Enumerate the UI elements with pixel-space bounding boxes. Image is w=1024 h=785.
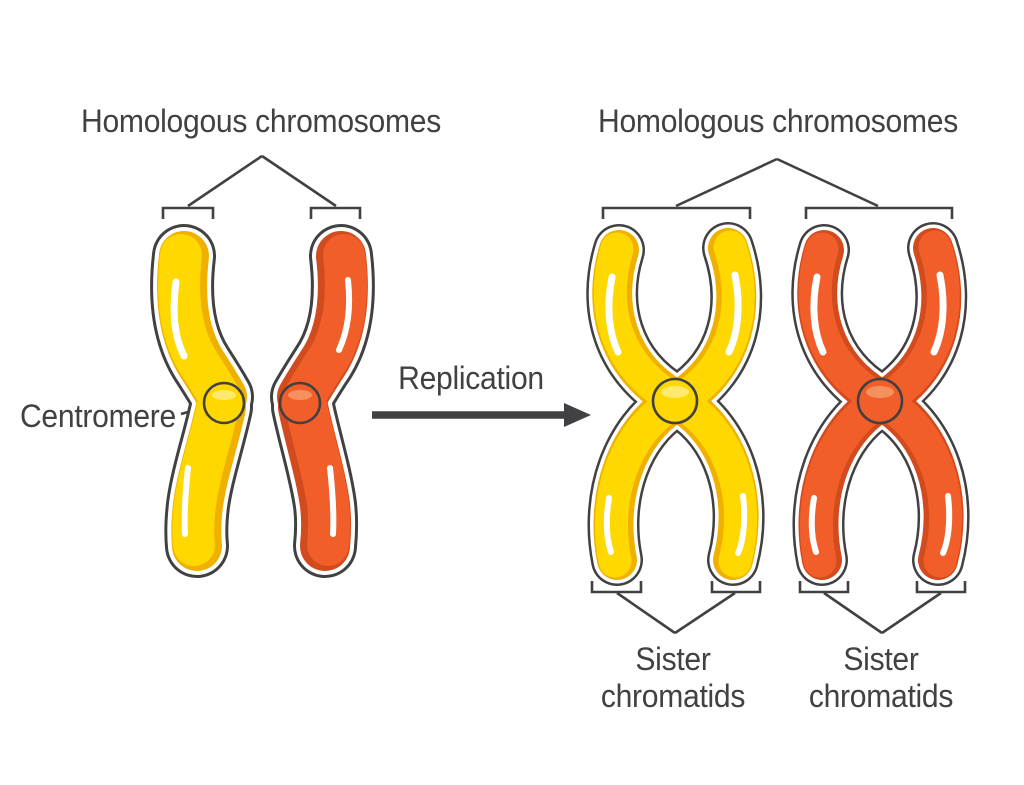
orange-chromosome — [280, 255, 349, 546]
sister-chromatids-label-line2: chromatids — [808, 678, 954, 714]
orange-replicated-chromosome — [812, 247, 949, 561]
sister-chromatids-connector-orange — [798, 581, 967, 635]
yellow-chromosome — [174, 255, 244, 546]
right-group-title: Homologous chromosomes — [598, 103, 958, 139]
centromere-icon — [278, 381, 322, 425]
sister-chromatids-label-yellow: Sister chromatids — [600, 641, 746, 715]
centromere-icon — [856, 377, 904, 425]
sister-chromatids-label-line1: Sister — [635, 641, 711, 677]
replication-label: Replication — [398, 360, 544, 396]
centromere-label: Centromere — [19, 398, 177, 434]
yellow-replicated-chromosome — [607, 247, 744, 561]
sister-chromatids-label-line2: chromatids — [600, 678, 746, 714]
replication-arrow-icon — [372, 403, 591, 427]
centromere-icon — [202, 381, 246, 425]
sister-chromatids-connector-yellow — [590, 581, 762, 635]
right-group-connector — [601, 157, 954, 219]
sister-chromatids-label-orange: Sister chromatids — [808, 641, 954, 715]
centromere-icon — [651, 377, 699, 425]
left-group-title: Homologous chromosomes — [81, 103, 441, 139]
sister-chromatids-label-line1: Sister — [843, 641, 919, 677]
left-group-connector — [161, 154, 362, 219]
